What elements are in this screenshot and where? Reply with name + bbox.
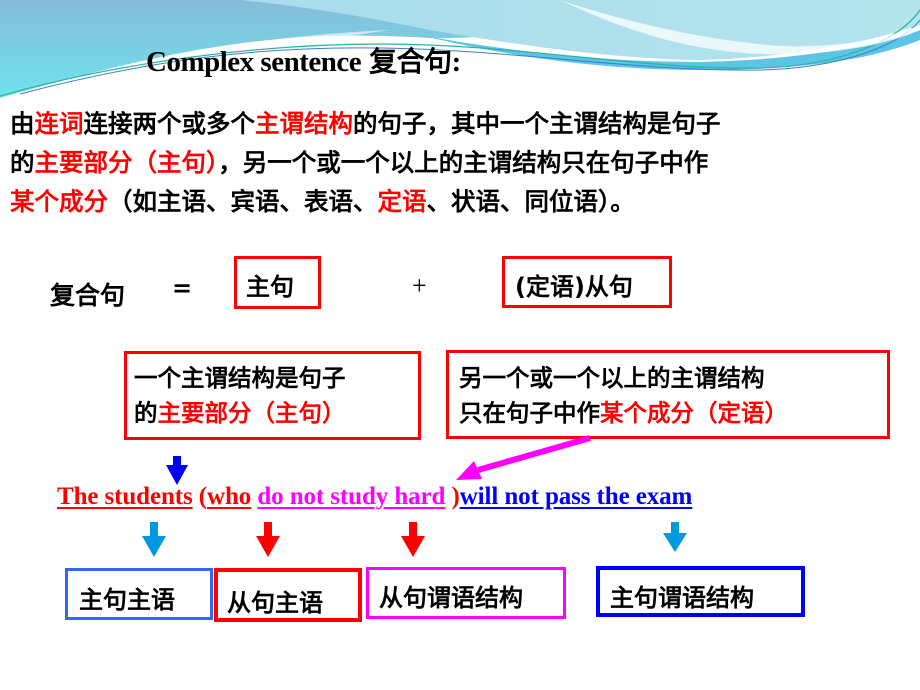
- example-sentence: The students (who do not study hard )wil…: [57, 483, 692, 511]
- main-clause-box: 主句: [234, 256, 321, 309]
- title-english: Complex sentence: [146, 46, 362, 78]
- red-down-arrow-icon: [401, 522, 425, 557]
- desc-line-2: 只在句子中作某个成分（定语）: [459, 396, 887, 431]
- text-span: 只在句子中作: [459, 399, 600, 427]
- magenta-diagonal-arrow-icon: [456, 435, 591, 480]
- text-span: 、状语、同位语）。: [426, 187, 635, 216]
- example-relative-pronoun: who: [207, 483, 252, 510]
- definition-line-1: 由连词连接两个或多个主谓结构的句子，其中一个主谓结构是句子: [10, 104, 915, 143]
- example-main-predicate: will not pass the exam: [459, 483, 693, 510]
- background-wave-decoration: [0, 0, 920, 100]
- highlight-conjunction: 连词: [34, 109, 84, 138]
- blue-down-arrow-icon: [166, 456, 188, 485]
- desc-line-1: 一个主谓结构是句子: [134, 364, 346, 392]
- desc-line-2: 的主要部分（主句）: [134, 396, 418, 431]
- example-paren-close: ): [445, 483, 460, 510]
- text-span: 由: [10, 109, 35, 138]
- example-paren-open: (: [192, 483, 208, 510]
- definition-paragraph: 由连词连接两个或多个主谓结构的句子，其中一个主谓结构是句子 的主要部分（主句），…: [10, 104, 915, 221]
- definition-line-2: 的主要部分（主句），另一个或一个以上的主谓结构只在句子中作: [10, 143, 915, 182]
- main-clause-description-box: 一个主谓结构是句子 的主要部分（主句）: [124, 351, 421, 440]
- highlight-attributive: 定语: [377, 187, 427, 216]
- text-span: 的: [134, 399, 158, 427]
- cyan-down-arrow-icon: [142, 522, 166, 557]
- text-span: 的: [10, 148, 35, 177]
- red-down-arrow-icon: [256, 522, 280, 557]
- label-sub-predicate-box: 从句谓语结构: [366, 567, 566, 619]
- highlight-main-part: 主要部分（主句）: [34, 148, 219, 177]
- label-main-subject-box: 主句主语: [65, 568, 213, 620]
- example-clause-predicate: do not study hard: [257, 483, 446, 510]
- text-span: ，另一个或一个以上的主谓结构只在句子中作: [218, 148, 709, 177]
- attributive-clause-box: (定语)从句: [502, 256, 672, 308]
- equation-equals: =: [172, 274, 193, 302]
- equation-plus: +: [412, 271, 427, 300]
- highlight-main-part: 主要部分（主句）: [157, 399, 346, 427]
- text-span: 的句子，其中一个主谓结构是句子: [353, 109, 721, 138]
- text-span: （如主语、宾语、表语、: [108, 187, 378, 216]
- title-colon: :: [451, 46, 462, 78]
- text-span: 连接两个或多个: [83, 109, 256, 138]
- definition-line-3: 某个成分（如主语、宾语、表语、定语、状语、同位语）。: [10, 182, 915, 221]
- sub-clause-description-box: 另一个或一个以上的主谓结构 只在句子中作某个成分（定语）: [446, 350, 890, 439]
- desc-line-1: 另一个或一个以上的主谓结构: [459, 364, 765, 392]
- label-main-predicate-box: 主句谓语结构: [596, 566, 805, 617]
- highlight-component: 某个成分: [10, 187, 108, 216]
- label-sub-subject-box: 从句主语: [214, 568, 362, 622]
- highlight-component: 某个成分（定语）: [600, 399, 788, 427]
- highlight-subject-predicate: 主谓结构: [255, 109, 353, 138]
- title-chinese: 复合句: [369, 45, 452, 78]
- cyan-down-arrow-icon: [663, 522, 687, 552]
- equation-label: 复合句: [50, 281, 126, 310]
- example-main-subject: The students: [57, 483, 193, 510]
